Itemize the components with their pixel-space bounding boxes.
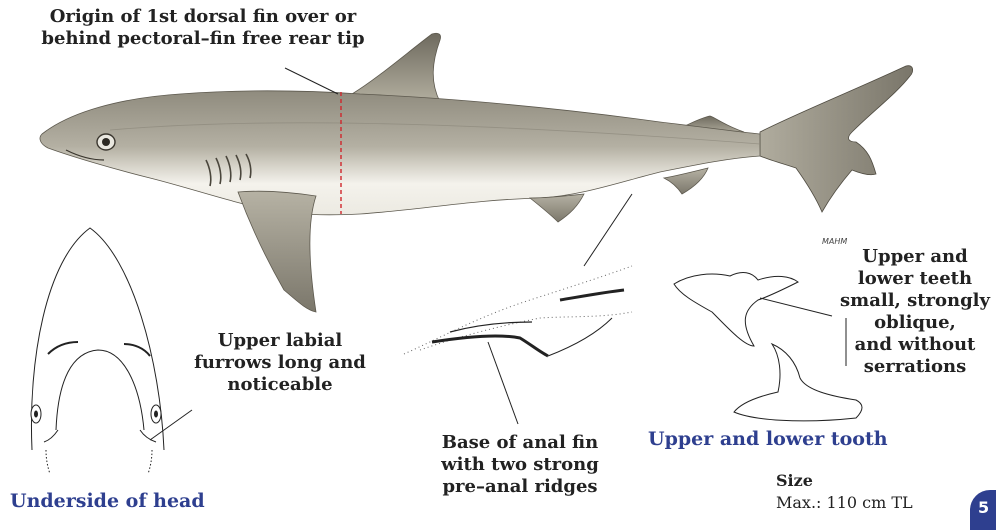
page-number-tab: 5: [970, 490, 996, 530]
caption-upper-lower-tooth: Upper and lower tooth: [648, 428, 888, 450]
dorsal-origin-leader: [285, 68, 338, 94]
upper-tooth-drawing: [674, 273, 798, 346]
label-anal-fin: Base of anal fin with two strong pre–ana…: [430, 432, 610, 498]
size-block: Size Max.: 110 cm TL: [776, 470, 913, 514]
underside-right-eye: [151, 405, 161, 423]
pectoral-fin: [238, 191, 316, 312]
underside-left-eye: [31, 405, 41, 423]
anal-fin-detail-drawing: [404, 266, 632, 356]
shark-eye: [97, 134, 115, 150]
anal-fin: [664, 168, 708, 194]
underside-of-head-drawing: [31, 228, 164, 474]
anal-fin-leader-top: [584, 194, 632, 266]
pelvic-fin: [530, 194, 584, 222]
page-number: 5: [978, 498, 989, 517]
label-dorsal-origin: Origin of 1st dorsal fin over or behind …: [38, 6, 368, 50]
size-heading: Size: [776, 470, 913, 492]
shark-body: [40, 91, 760, 215]
caudal-fin: [760, 66, 913, 212]
label-teeth: Upper and lower teeth small, strongly ob…: [830, 246, 996, 378]
label-labial-furrows: Upper labial furrows long and noticeable: [190, 330, 370, 396]
artist-signature: MAHM: [822, 237, 847, 246]
size-max: Max.: 110 cm TL: [776, 492, 913, 514]
shark-lateral-view: [40, 33, 913, 312]
caption-underside-of-head: Underside of head: [10, 490, 205, 512]
anal-fin-leader-bottom: [488, 342, 518, 424]
